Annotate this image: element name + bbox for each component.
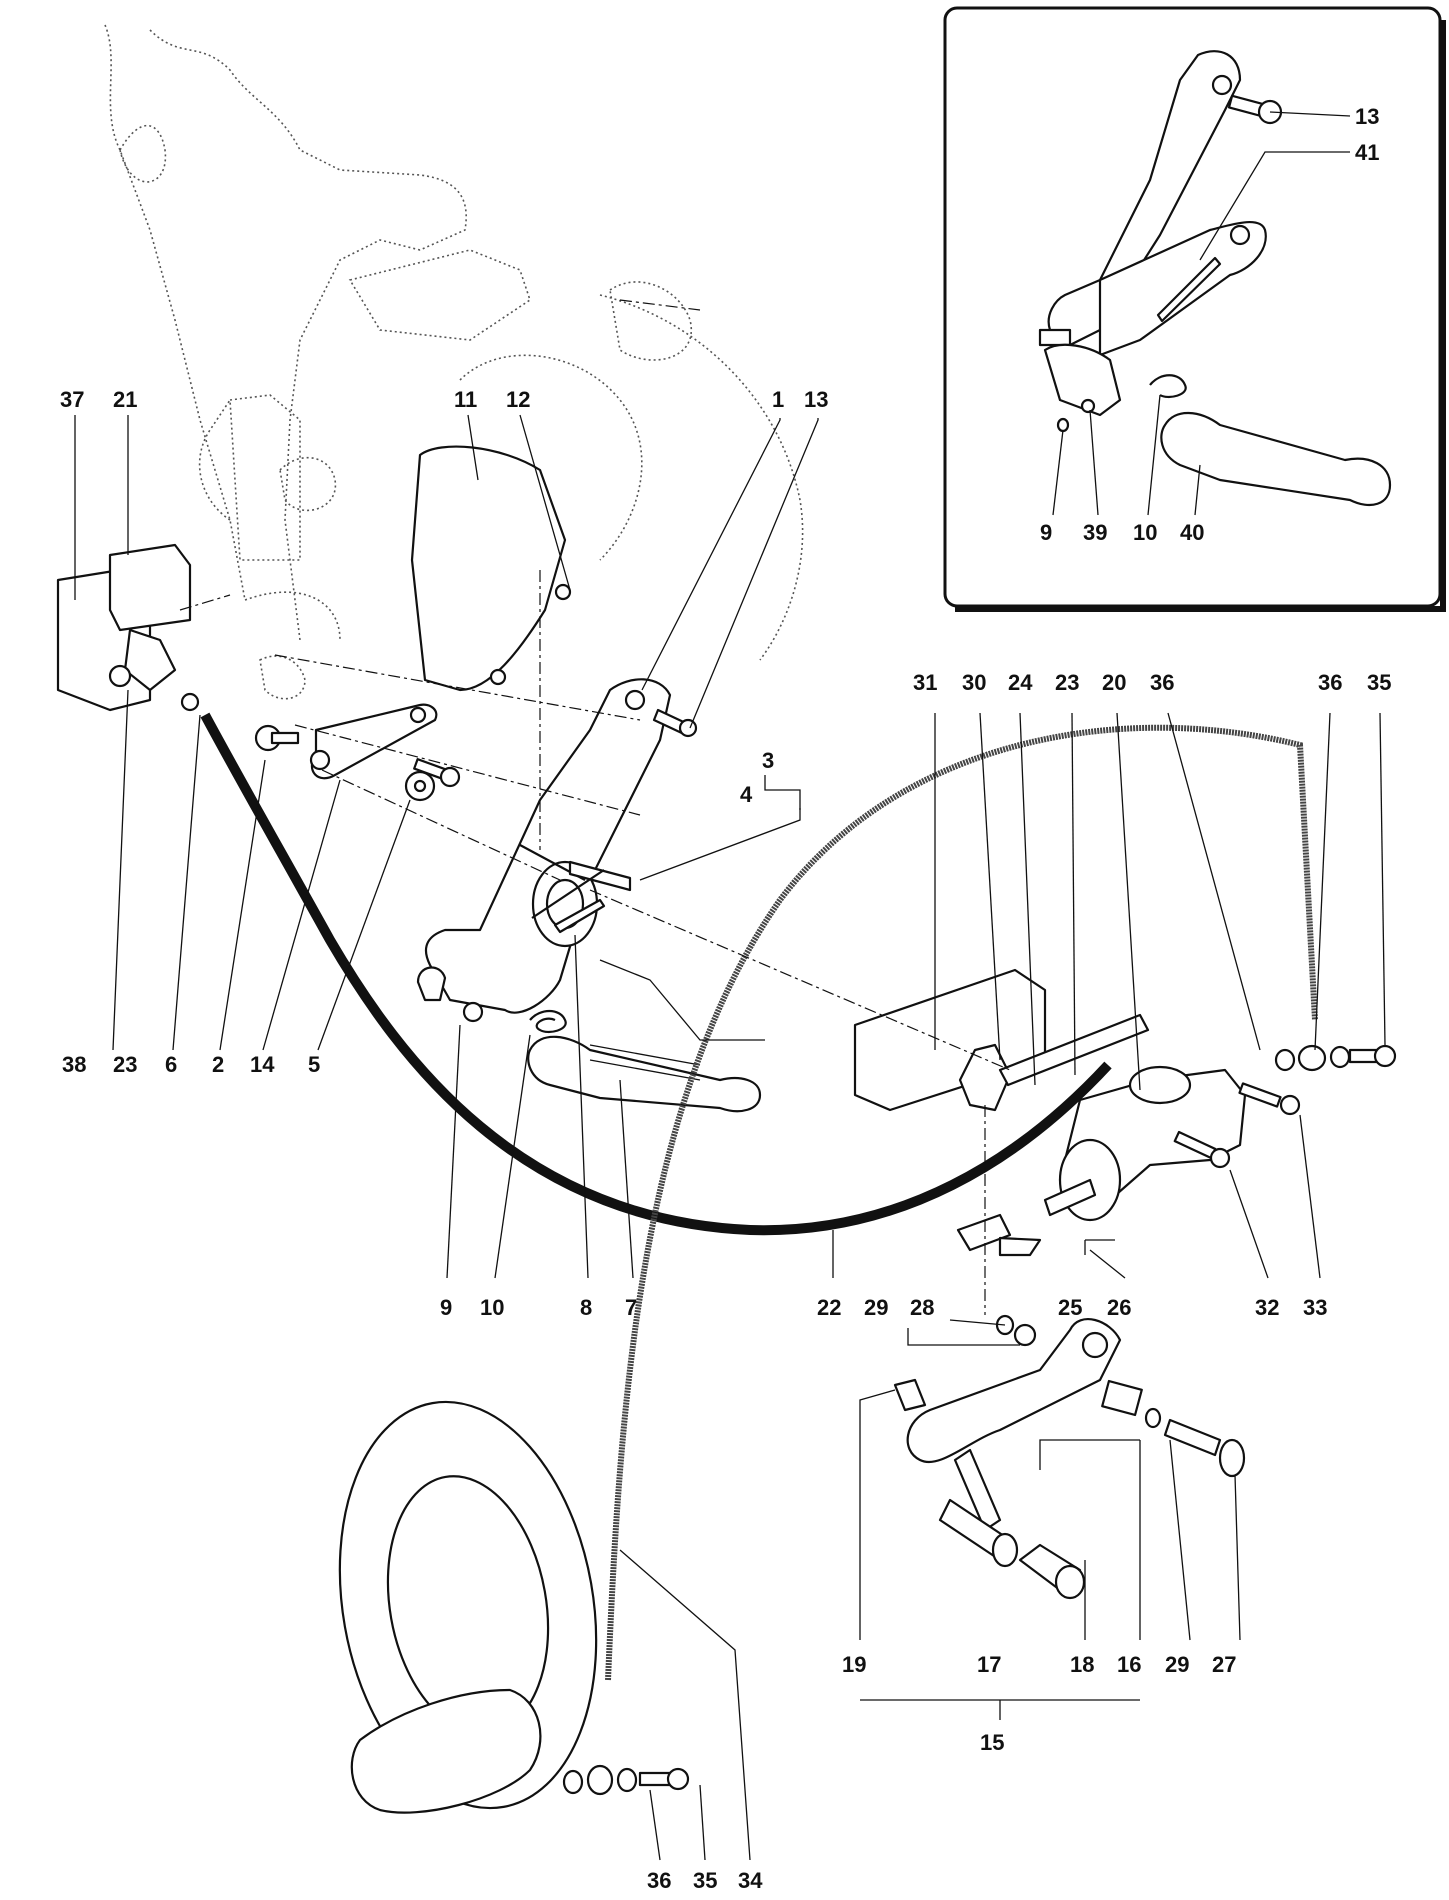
callout-29-a: 29 — [864, 1295, 888, 1320]
callout-labels-main: 37 21 11 12 1 13 3 4 38 23 6 2 14 5 9 10… — [60, 387, 1391, 1893]
callout-20: 20 — [1102, 670, 1126, 695]
spring-10 — [529, 1009, 567, 1034]
callout-29-b: 29 — [1165, 1652, 1189, 1677]
callout-10: 10 — [480, 1295, 504, 1320]
brake-disc — [338, 1400, 598, 1814]
callout-23-b: 23 — [1055, 670, 1079, 695]
callout-21: 21 — [113, 387, 137, 412]
inset-callout-10: 10 — [1133, 520, 1157, 545]
callout-8: 8 — [580, 1295, 592, 1320]
cover-plate — [410, 445, 572, 692]
callout-36-a: 36 — [1150, 670, 1174, 695]
clevis-and-rod — [958, 1013, 1150, 1112]
inset-callout-39: 39 — [1083, 520, 1107, 545]
callout-35-a: 35 — [1367, 670, 1391, 695]
callout-19: 19 — [842, 1652, 866, 1677]
inset-pin-41 — [1156, 256, 1222, 323]
callout-12: 12 — [506, 387, 530, 412]
callout-26: 26 — [1107, 1295, 1131, 1320]
frame-outline — [104, 24, 804, 700]
callout-36-b: 36 — [1318, 670, 1342, 695]
inset-clip-9 — [1056, 417, 1070, 433]
callout-25: 25 — [1058, 1295, 1082, 1320]
link-arm — [309, 703, 438, 780]
pivot-pin-8 — [553, 898, 606, 934]
heat-shield — [853, 968, 1047, 1112]
banjo-fitting-upper — [1274, 1044, 1397, 1072]
callout-14: 14 — [250, 1052, 275, 1077]
footrest-bracket — [416, 678, 672, 1023]
callout-23: 23 — [113, 1052, 137, 1077]
callout-27: 27 — [1212, 1652, 1236, 1677]
callout-6: 6 — [165, 1052, 177, 1077]
callout-15: 15 — [980, 1730, 1004, 1755]
brake-line-34 — [605, 724, 1318, 1681]
callout-3: 3 — [762, 748, 774, 773]
inset-spring-10 — [1149, 374, 1187, 399]
callout-17: 17 — [977, 1652, 1001, 1677]
callout-33: 33 — [1303, 1295, 1327, 1320]
inset-callout-13: 13 — [1355, 104, 1379, 129]
callout-labels-inset: 13 41 9 39 10 40 — [1040, 104, 1379, 545]
callout-30: 30 — [962, 670, 986, 695]
callout-18: 18 — [1070, 1652, 1094, 1677]
alignment-lines — [179, 299, 1011, 1315]
callout-9: 9 — [440, 1295, 452, 1320]
leader-lines — [74, 111, 1386, 1861]
brake-pedal-assembly — [893, 1314, 1246, 1600]
rear-master-cylinder — [1043, 1065, 1247, 1222]
footpeg-7 — [527, 1035, 762, 1113]
callout-32: 32 — [1255, 1295, 1279, 1320]
callout-36-c: 36 — [647, 1868, 671, 1893]
inset-callout-41: 41 — [1355, 140, 1379, 165]
callout-13: 13 — [804, 387, 828, 412]
bolt-6 — [254, 724, 300, 752]
callout-5: 5 — [308, 1052, 320, 1077]
callout-7: 7 — [625, 1295, 637, 1320]
callout-38: 38 — [62, 1052, 86, 1077]
bolt-32 — [1173, 1130, 1231, 1169]
callout-37: 37 — [60, 387, 84, 412]
inset-footpeg-40 — [1160, 411, 1392, 507]
callout-28: 28 — [910, 1295, 934, 1320]
callout-22: 22 — [817, 1295, 841, 1320]
inset-callout-40: 40 — [1180, 520, 1204, 545]
banjo-fitting-lower — [562, 1764, 690, 1796]
hose-22 — [200, 712, 1112, 1236]
callout-16: 16 — [1117, 1652, 1141, 1677]
callout-31: 31 — [913, 670, 937, 695]
inset-callout-9: 9 — [1040, 520, 1052, 545]
callout-11: 11 — [454, 387, 477, 412]
bolt-33 — [1238, 1082, 1301, 1116]
callout-1: 1 — [772, 387, 784, 412]
callout-35-b: 35 — [693, 1868, 717, 1893]
callout-4: 4 — [740, 782, 753, 807]
washer-5 — [404, 770, 436, 802]
callout-34: 34 — [738, 1868, 763, 1893]
callout-2: 2 — [212, 1052, 224, 1077]
clevis-25 — [956, 1213, 1042, 1257]
callout-24: 24 — [1008, 670, 1033, 695]
brake-light-switch-assembly — [56, 543, 200, 712]
